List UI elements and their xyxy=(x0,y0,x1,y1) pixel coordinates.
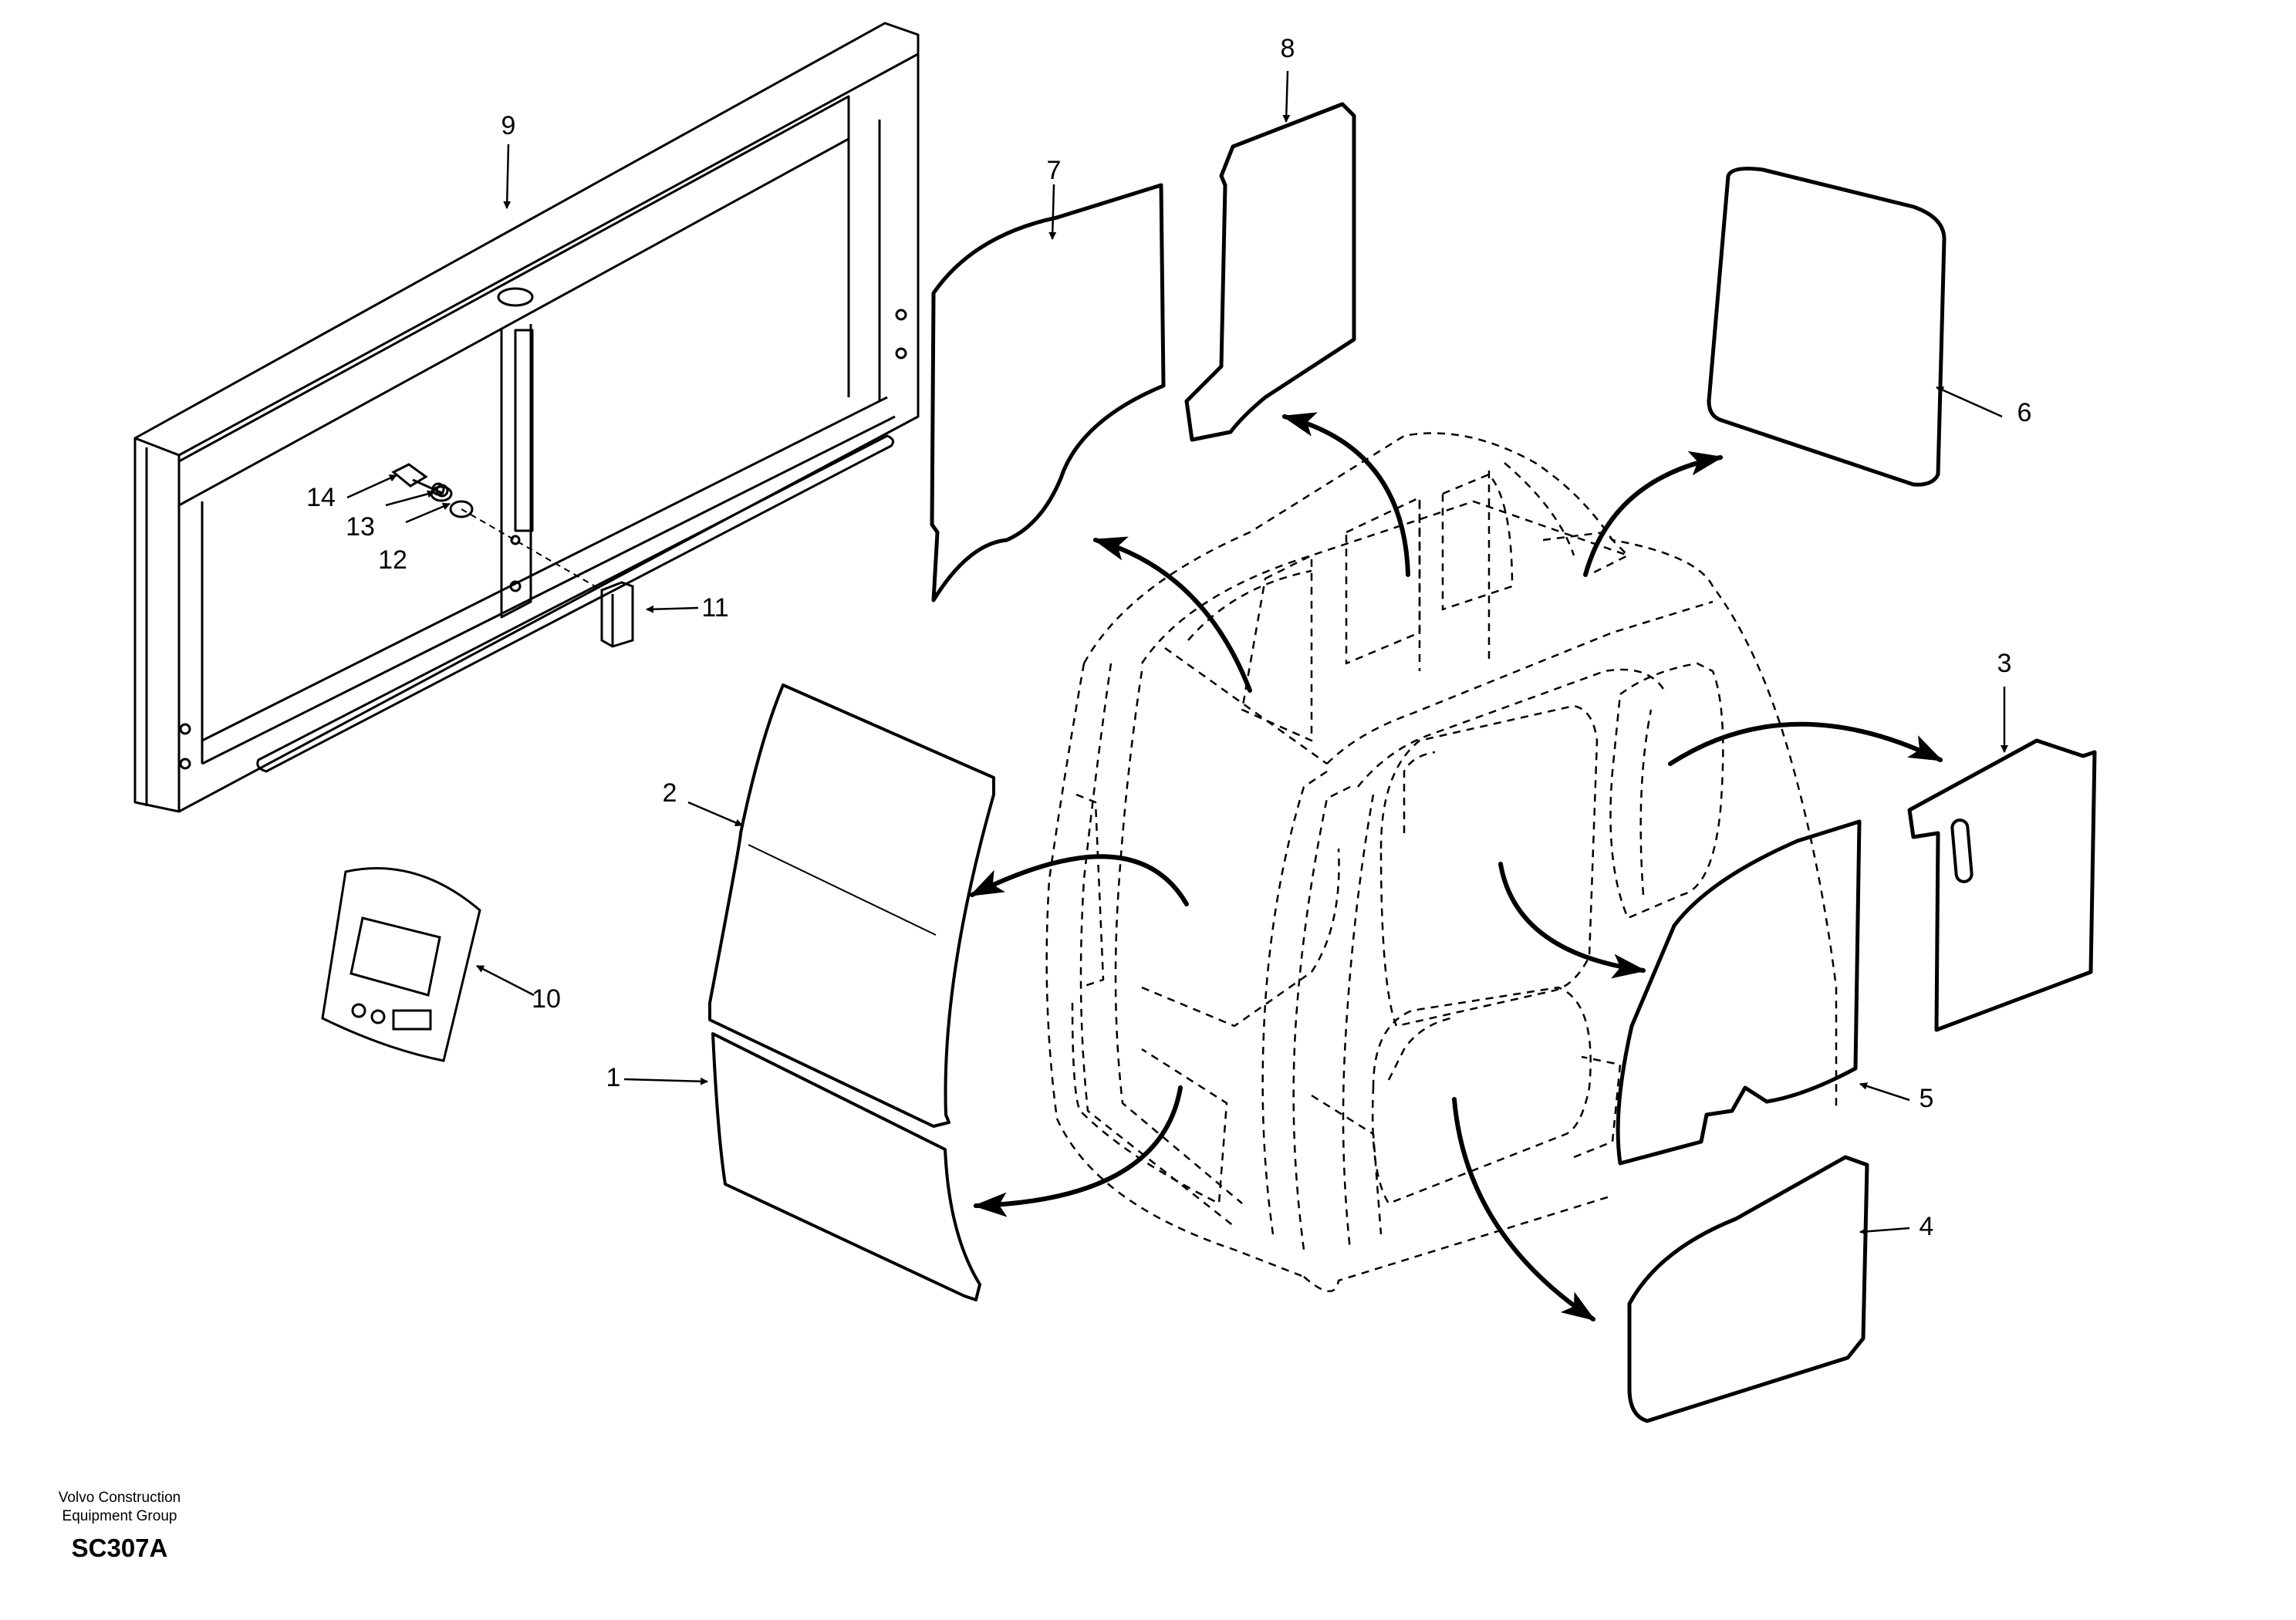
callout-10: 10 xyxy=(532,984,561,1014)
decal-part xyxy=(321,867,481,1062)
cab-outline xyxy=(1045,432,1838,1293)
company-name-line-2: Equipment Group xyxy=(62,1508,177,1524)
fastener-parts xyxy=(391,463,634,648)
window-part-2-line xyxy=(748,844,937,936)
leader-lines xyxy=(346,70,2008,1236)
callout-2: 2 xyxy=(663,778,677,808)
callout-7: 7 xyxy=(1047,156,1062,185)
callout-1: 1 xyxy=(606,1063,621,1092)
window-part-3 xyxy=(1907,738,2097,1032)
window-part-2 xyxy=(708,683,995,1128)
callout-8: 8 xyxy=(1281,34,1295,63)
callout-14: 14 xyxy=(306,483,336,512)
callout-11: 11 xyxy=(701,593,728,623)
window-part-8 xyxy=(1184,102,1356,442)
window-part-4 xyxy=(1627,1155,1869,1423)
callout-13: 13 xyxy=(346,512,375,542)
assembly-line xyxy=(461,508,603,591)
callout-12: 12 xyxy=(378,545,407,575)
drawing-code: SC307A xyxy=(71,1534,168,1562)
drawing-footer: Volvo Construction Equipment Group SC307… xyxy=(0,1489,239,1563)
window-part-3-slot xyxy=(1950,818,1974,883)
removal-arrows xyxy=(969,412,1943,1321)
callout-9: 9 xyxy=(501,111,516,140)
window-part-6 xyxy=(1707,167,1947,487)
callout-6: 6 xyxy=(2017,398,2032,427)
callout-4: 4 xyxy=(1920,1212,1934,1241)
window-part-1 xyxy=(711,1032,981,1301)
window-frame-part xyxy=(133,22,920,813)
window-part-5 xyxy=(1616,819,1862,1166)
window-part-7 xyxy=(930,183,1166,602)
company-name-line-1: Volvo Construction xyxy=(58,1490,181,1506)
callout-5: 5 xyxy=(1920,1084,1934,1113)
callout-3: 3 xyxy=(1997,649,2012,678)
